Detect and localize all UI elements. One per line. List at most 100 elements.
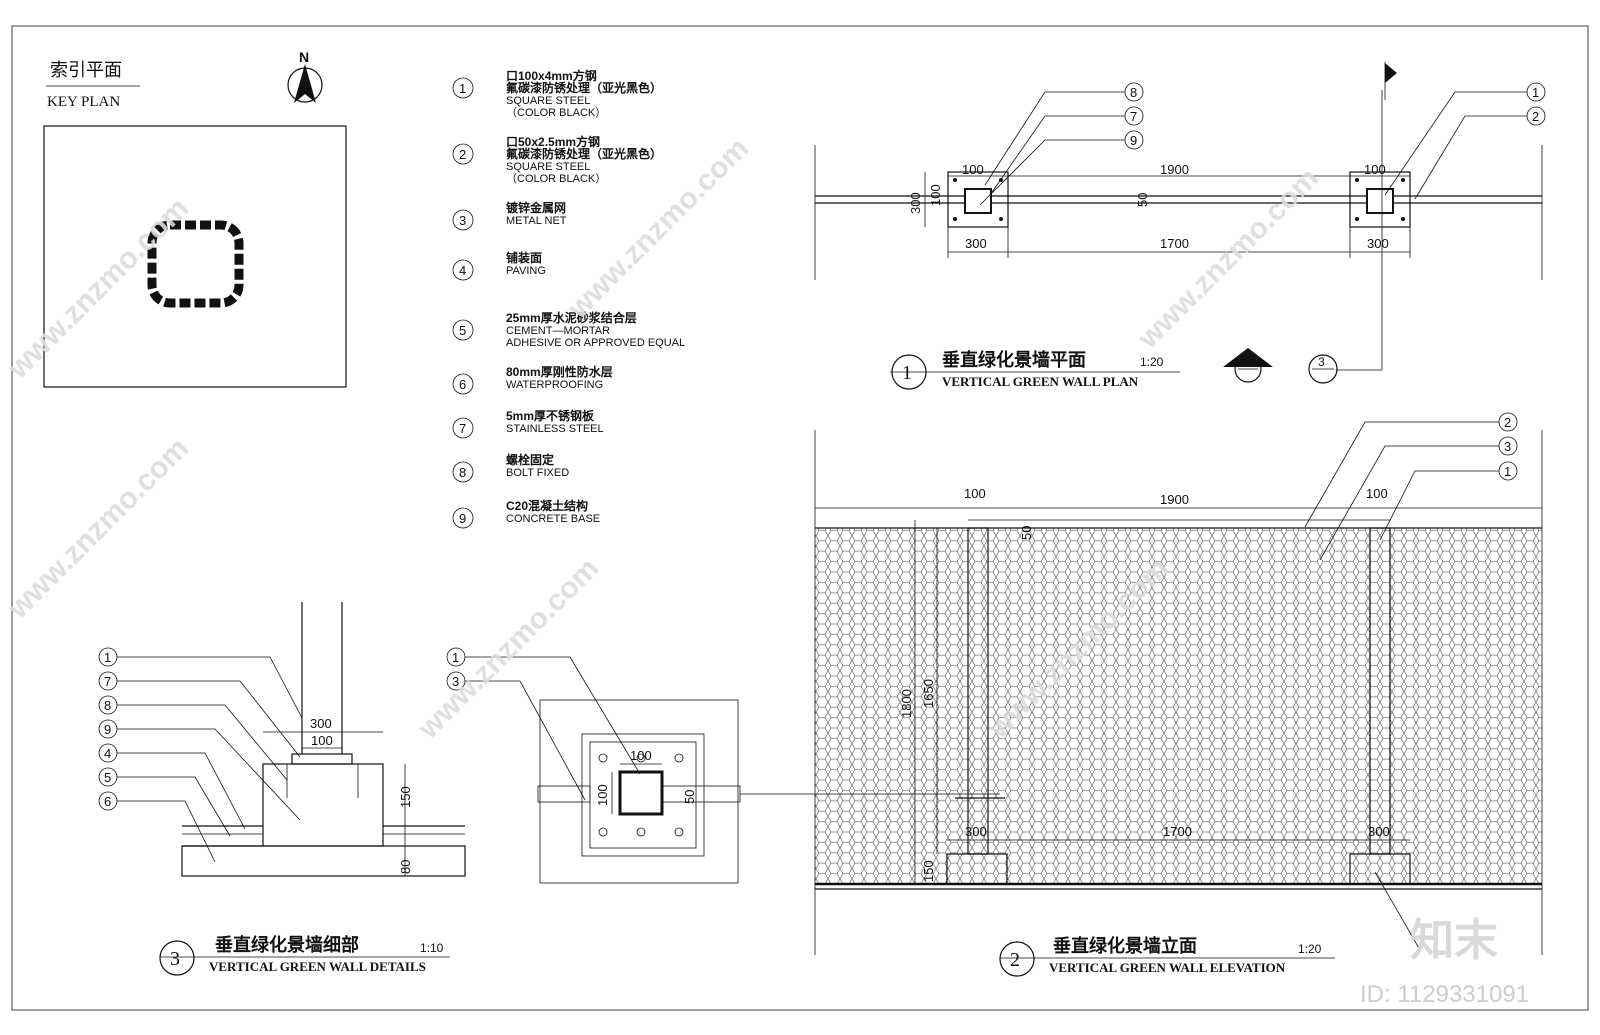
legend-text: 25mm厚水泥砂浆结合层 [506,310,637,325]
detail-dim-slab-height: 80 [398,860,413,874]
watermark-image-id: ID: 1129331091 [1360,981,1529,1008]
callout-8: 8 [98,695,288,781]
post-detail-dim-left: 100 [595,784,610,806]
callout-2: 2 [1414,106,1546,200]
callout-7: 7 [989,106,1144,196]
plan-title-cn: 垂直绿化景墙平面 [942,349,1086,370]
elevation-dim-base-height: 150 [921,860,936,882]
elevation-view: 100 1900 100 50 1800 1650 150 300 1700 3… [814,412,1543,977]
section-mark-3: 3 [1308,354,1338,384]
legend-text: BOLT FIXED [506,467,569,479]
details-title-en: VERTICAL GREEN WALL DETAILS [209,959,426,974]
callout-label: 5 [104,770,111,785]
callout-9: 9 [98,719,301,821]
callout-label: 7 [1130,109,1137,124]
section-mark-2-label: 2 [1243,355,1250,369]
legend-text: SQUARE STEEL [506,95,590,107]
callout-label: 9 [1130,133,1137,148]
plan-dim-clear: 1700 [1160,236,1189,251]
post-plan-detail: 100 100 50 13 [446,647,1000,884]
legend-number: 3 [459,213,466,228]
callout-5: 5 [98,767,231,837]
legend-text: （COLOR BLACK） [506,106,606,119]
legend-text: C20混凝土结构 [506,498,588,513]
callout-7: 7 [98,671,301,758]
callout-label: 2 [1532,109,1539,124]
post-detail-frame [539,699,739,884]
legend-text: WATERPROOFING [506,379,603,391]
section-mark-2: 2 [1223,348,1273,383]
details-title-number: 3 [170,948,180,970]
plan-dim-base-height: 300 [908,192,923,214]
elevation-dim-clear: 1700 [1163,824,1192,839]
legend-text: STAINLESS STEEL [506,423,604,435]
legend-text: METAL NET [506,215,567,227]
legend-number: 7 [459,421,466,436]
legend-text: 氟碳漆防锈处理（亚光黑色） [506,146,662,161]
watermark-site-5: www.znzmo.com [411,552,605,746]
detail-dim-post-width: 100 [311,733,333,748]
callout-6: 6 [98,791,216,863]
callout-9: 9 [979,130,1144,206]
elevation-dim-span: 1900 [1160,492,1189,507]
key-plan-title-en: KEY PLAN [47,94,120,110]
legend-number: 9 [459,511,466,526]
north-label: N [299,49,309,65]
section-mark-3-label: 3 [1318,355,1325,369]
watermark-brand: 知末 [1410,916,1498,965]
plan-view: 100 1900 100 300 100 50 300 1700 300 879… [814,62,1546,390]
legend-number: 8 [459,465,466,480]
key-plan-frame [43,125,347,388]
detail-steel-plate [291,753,353,765]
legend-text: PAVING [506,265,546,277]
elevation-metal-net [815,528,1542,884]
elevation-scale: 1:20 [1298,942,1322,956]
legend-text: 80mm厚刚性防水层 [506,364,613,379]
legend-number: 5 [459,323,466,338]
callout-label: 4 [104,746,111,761]
plan-post-right [1366,188,1394,214]
callout-1: 1 [98,647,303,719]
callout-2: 2 [1304,412,1518,528]
post-detail-callouts: 13 [446,647,641,801]
legend-text: SQUARE STEEL [506,161,590,173]
north-arrow-icon: N [287,49,323,103]
plan-dim-post-width: 100 [962,162,984,177]
callout-label: 3 [1504,439,1511,454]
plan-scale: 1:20 [1140,355,1164,369]
callout-label: 6 [104,794,111,809]
callout-label: 8 [104,698,111,713]
post-detail-dim-right: 50 [682,790,697,804]
detail-waterproofing-slab [181,845,466,877]
callout-3: 3 [1319,436,1518,561]
elevation-dim-base-left: 300 [965,824,987,839]
post-detail-square-post [618,770,664,816]
legend-text: ADHESIVE OR APPROVED EQUAL [506,337,685,349]
elevation-callouts: 2 3 1 [1304,412,1518,561]
legend-text: 口50x2.5mm方钢 [506,134,600,149]
callout-label: 1 [452,650,459,665]
callout-label: 9 [104,722,111,737]
key-plan: 索引平面 KEY PLAN N [43,49,347,388]
sheet-frame [11,25,1589,1011]
elevation-dim-top-gap: 50 [1019,526,1034,540]
elevation-title-number: 2 [1010,949,1020,971]
plan-dim-base-right: 300 [1367,236,1389,251]
plan-base-right [1349,171,1411,228]
legend-text: CONCRETE BASE [506,513,600,525]
elevation-title-cn: 垂直绿化景墙立面 [1053,935,1197,956]
callout-label: 2 [1504,415,1511,430]
callout-1: 1 [1379,461,1518,541]
callout-1: 1 [1384,82,1546,196]
callout-label: 3 [452,674,459,689]
legend-text: 5mm厚不锈钢板 [506,408,595,423]
elevation-dim-total-height: 1800 [899,689,914,718]
legend-text: 氟碳漆防锈处理（亚光黑色） [506,80,662,95]
elevation-dim-post-left: 100 [964,486,986,501]
plan-dim-span: 1900 [1160,162,1189,177]
